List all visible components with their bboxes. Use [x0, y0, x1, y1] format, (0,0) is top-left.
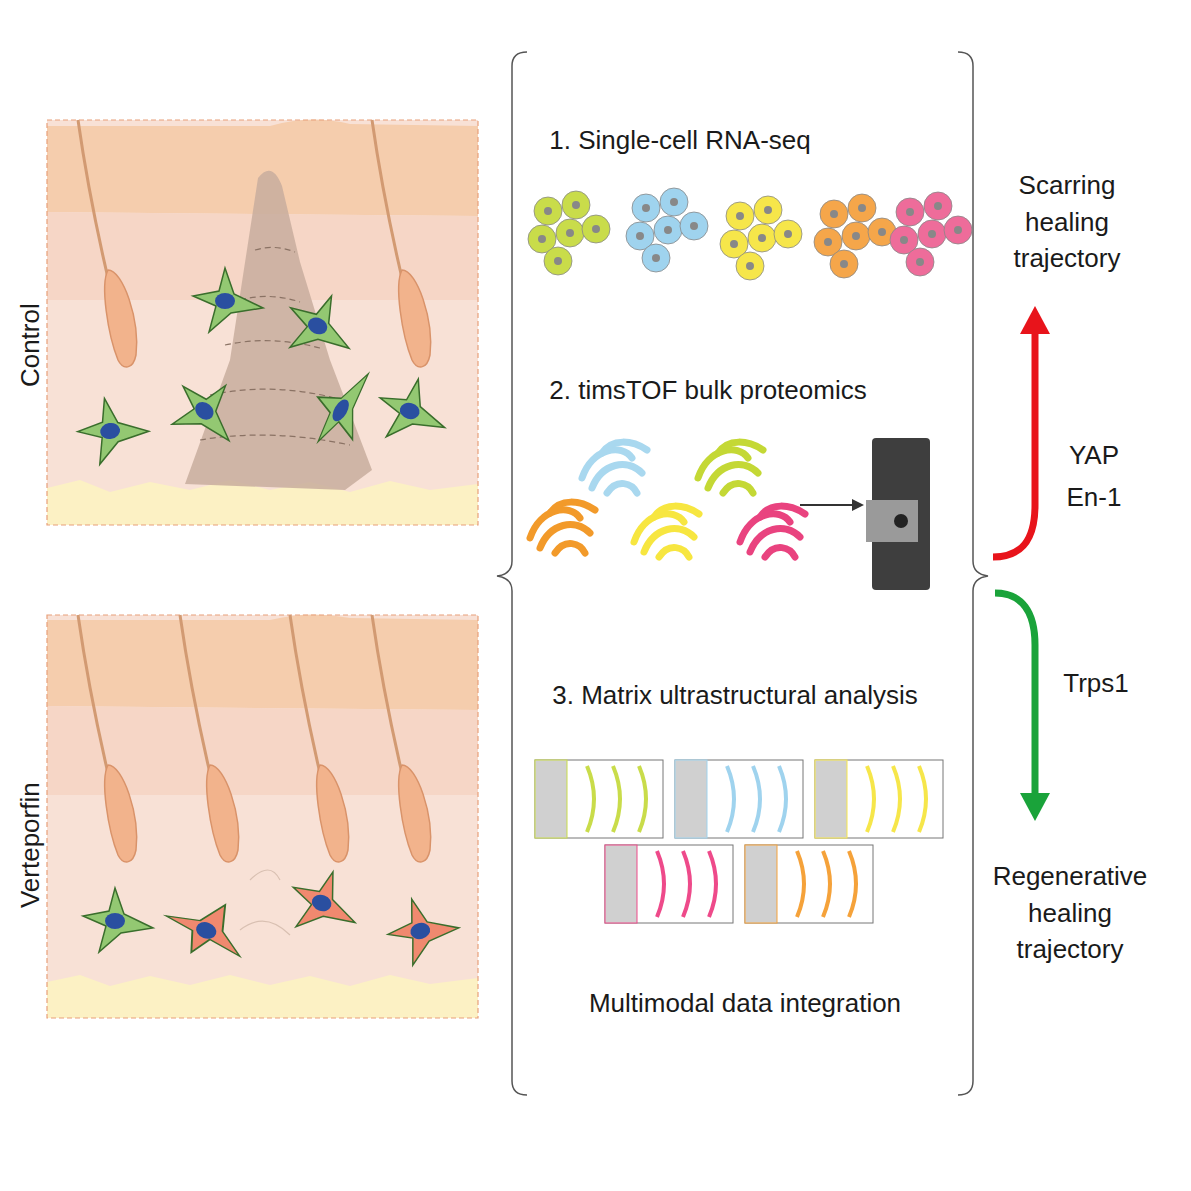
method-label: 1. Single-cell RNA-seq	[549, 122, 811, 158]
outcome-label: Scarring healing trajectory	[982, 167, 1152, 276]
row-label: Control	[12, 303, 48, 387]
method-label: 3. Matrix ultrastructural analysis	[552, 677, 918, 713]
factor-label: En-1	[1067, 479, 1122, 515]
factor-label: YAP	[1069, 437, 1119, 473]
method-label: 2. timsTOF bulk proteomics	[549, 372, 866, 408]
factor-label: Trps1	[1063, 665, 1129, 701]
row-label: Verteporfin	[12, 782, 48, 908]
outcome-label: Regenerative healing trajectory	[980, 858, 1160, 967]
integration-label: Multimodal data integration	[589, 985, 901, 1021]
